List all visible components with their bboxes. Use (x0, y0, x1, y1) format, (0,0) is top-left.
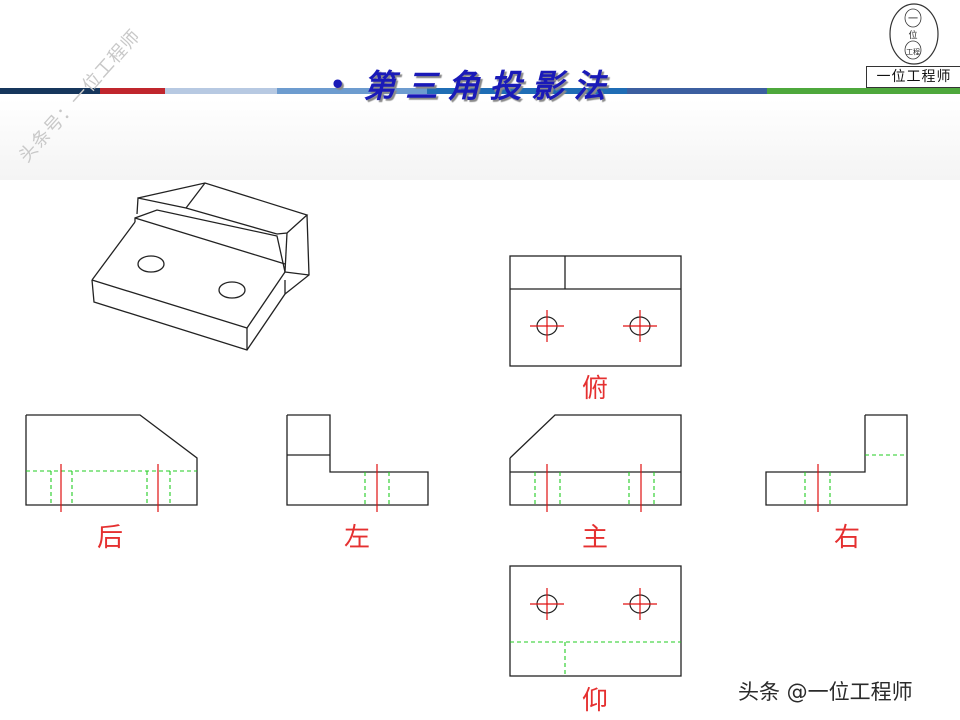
header-stripe-5 (427, 88, 627, 94)
header-stripe-1 (0, 88, 100, 94)
label-right-view: 右 (833, 523, 860, 553)
back-view-centerlines (60, 464, 159, 512)
slide-title: • 第三角投影法 (330, 62, 615, 106)
back-view-outline (25, 414, 198, 506)
top-view-outline (509, 255, 682, 367)
left-view (286, 414, 429, 512)
front-view (509, 414, 682, 512)
header-stripe-2 (100, 88, 165, 94)
header-stripe-3 (165, 88, 277, 94)
back-view-hidden-lines (26, 470, 197, 505)
header-stripe-7 (767, 88, 960, 94)
iso-wall-bevel-front (136, 197, 278, 235)
bottom-view-centerlines (530, 588, 657, 620)
label-front-view: 主 (581, 523, 608, 553)
header-stripe-6 (627, 88, 767, 94)
watermark-bottom-right: 头条 @一位工程师 (738, 680, 913, 704)
front-view-centerlines (546, 464, 642, 512)
left-view-outline (286, 414, 429, 506)
back-view (25, 414, 198, 512)
iso-slab-top-edge (91, 279, 248, 329)
label-top-view: 俯 (581, 374, 608, 404)
iso-bevel-edge (185, 182, 206, 209)
iso-hole-right (218, 281, 246, 299)
left-view-hidden-lines (364, 472, 390, 505)
iso-slab-right-edge (246, 271, 286, 329)
right-view-outline (765, 414, 908, 506)
right-view (765, 414, 908, 512)
iso-wall-right-bottom (284, 271, 310, 276)
bottom-view-outline (509, 565, 682, 677)
label-left-view: 左 (343, 523, 370, 553)
iso-wall-right-vertical (284, 232, 288, 273)
header-stripe-4 (277, 88, 427, 94)
logo-caption: 一位工程师 (866, 66, 960, 88)
bottom-view (509, 565, 682, 677)
iso-slab-left-edge (91, 221, 136, 281)
iso-hole-left (137, 255, 165, 273)
front-view-hidden-lines (534, 472, 655, 505)
title-bullet: • (330, 69, 346, 99)
top-view (509, 255, 682, 367)
isometric-part (91, 182, 310, 351)
iso-wall-right-face (284, 214, 310, 295)
front-view-outline (509, 414, 682, 506)
label-back-view: 后 (96, 523, 123, 553)
iso-wall-base (134, 217, 286, 265)
iso-wall-front-lower (134, 209, 286, 273)
right-view-hidden-lines (804, 472, 831, 505)
label-bottom-view: 仰 (581, 686, 608, 716)
top-view-centerlines (530, 310, 657, 342)
bottom-view-hidden-lines (510, 641, 681, 676)
title-text: 第三角投影法 (363, 67, 616, 105)
